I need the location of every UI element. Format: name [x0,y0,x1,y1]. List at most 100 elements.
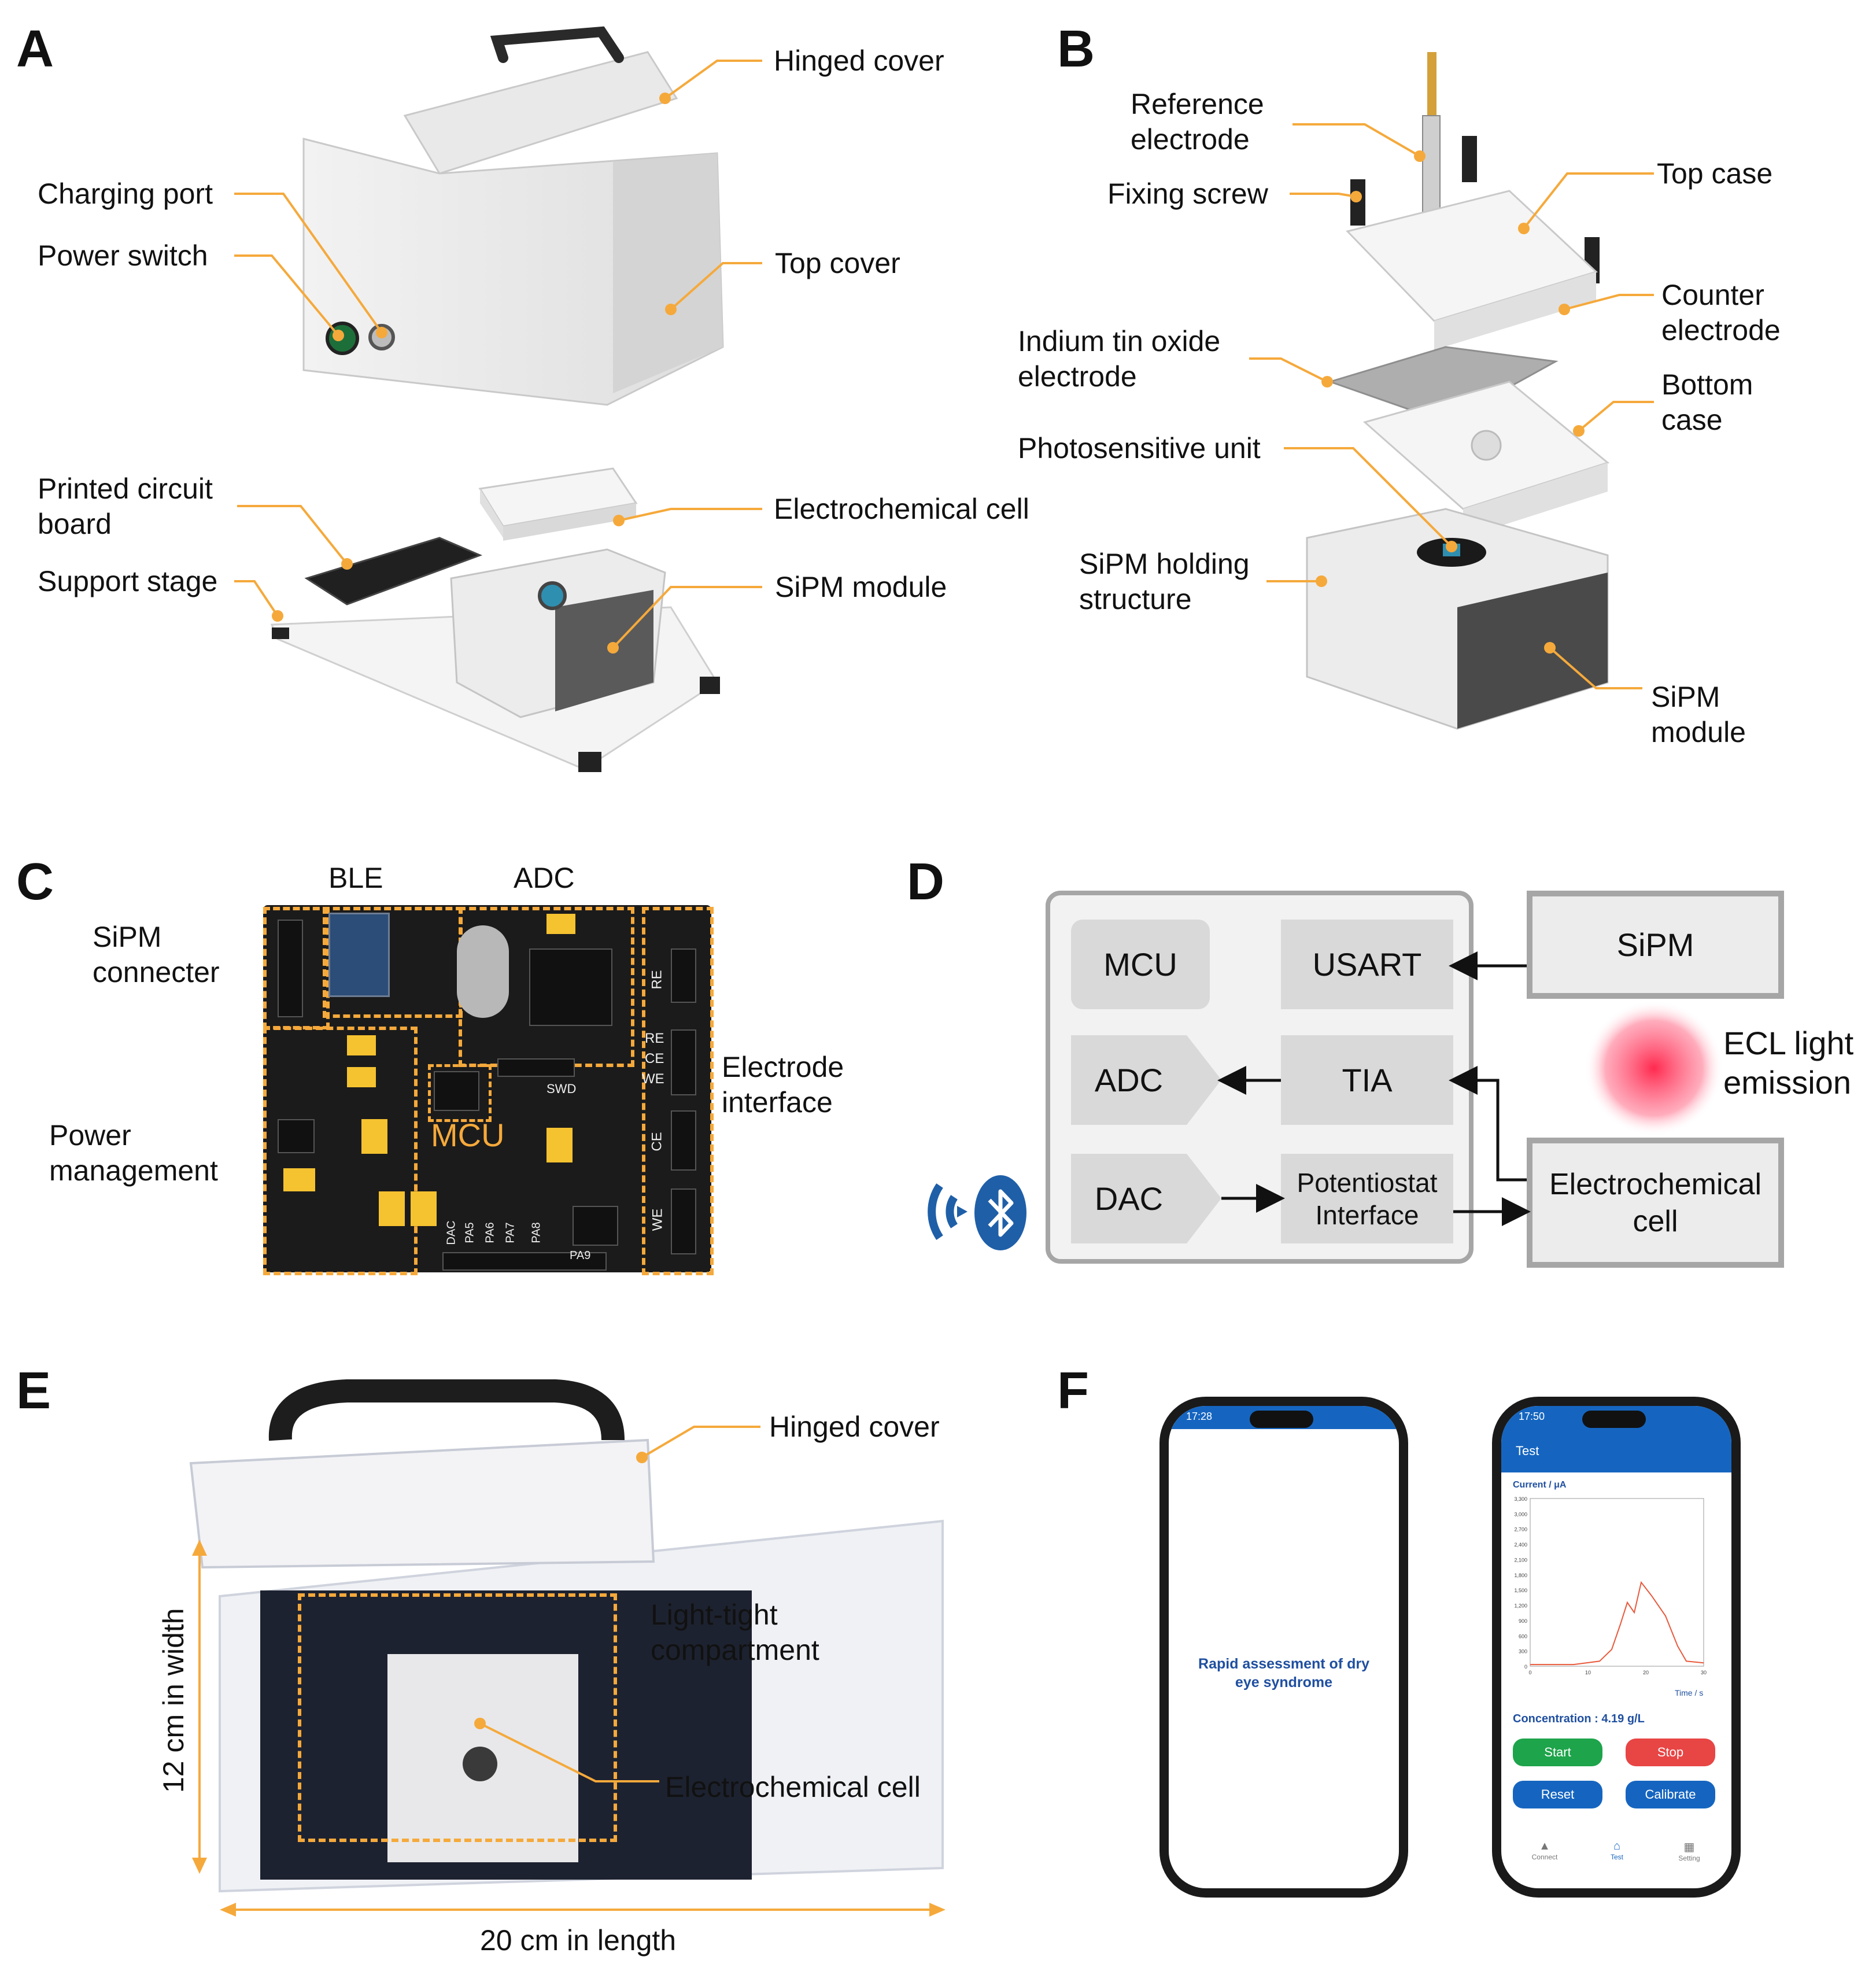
panel-letter-c: C [16,853,54,911]
header-title: Test [1516,1444,1539,1458]
camera-notch [1582,1411,1646,1428]
chart-frame [1530,1498,1704,1667]
label-indium-tin-oxide-electrode: Indium tin oxide electrode [1018,325,1221,393]
grid-icon: ▦ [1683,1841,1695,1854]
label-hinged-cover-a: Hinged cover [774,45,944,77]
swd-header [497,1058,575,1077]
y-tick-label: 2,100 [1514,1557,1527,1563]
nav-setting[interactable]: ▦ Setting [1669,1840,1709,1862]
label-ecl-light-emission: ECL light emission [1723,1025,1854,1101]
panel-letter-d: D [907,853,944,911]
adc-chip [529,948,612,1026]
home-icon: ⌂ [1613,1840,1621,1852]
label-top-case: Top case [1657,157,1773,190]
capacitor [347,1067,376,1087]
nav-test-label: Test [1610,1853,1623,1861]
y-tick-label: 2,400 [1514,1542,1527,1548]
pcb-text-re2: RE [645,1031,664,1046]
block-dac-shape [1071,1154,1221,1243]
ic-bottom [573,1206,618,1246]
bluetooth-icon [974,1175,1026,1250]
label-power-management: Power management [49,1119,218,1187]
capacitor [546,914,575,934]
concentration-readout: Concentration : 4.19 g/L [1513,1712,1645,1725]
label-charging-port: Charging port [38,178,213,210]
device-render-a [270,26,724,772]
camera-notch [1250,1411,1313,1428]
capacitor [379,1191,405,1226]
label-electrochemical-cell-a: Electrochemical cell [774,493,1029,525]
block-dac: DAC [1094,1180,1164,1217]
label-ble: BLE [328,862,383,894]
stop-button[interactable]: Stop [1626,1739,1715,1766]
block-tia: TIA [1281,1035,1453,1125]
capacitor [411,1191,437,1226]
mcu-chip [434,1071,479,1111]
header-electrode [671,1029,696,1095]
y-tick-label: 600 [1519,1633,1527,1639]
capacitor [347,1035,376,1055]
ic-power [278,1119,315,1153]
block-adc-shape [1071,1035,1221,1125]
nav-connect[interactable]: ▲ Connect [1524,1840,1565,1861]
chart-ylabel: Current / μA [1513,1480,1567,1490]
y-tick-label: 300 [1519,1649,1527,1655]
pcb-text-ce1: CE [645,1051,664,1066]
y-tick-label: 3,300 [1514,1496,1527,1502]
label-sipm-holding-structure: SiPM holding structure [1079,548,1250,615]
y-tick-label: 1,200 [1514,1603,1527,1609]
wireless-signal-icon [928,1183,967,1240]
label-reference-electrode: Reference electrode [1131,88,1264,156]
label-sipm-module-b: SiPM module [1651,681,1746,748]
label-adc-c: ADC [514,862,575,894]
panel-letter-f: F [1057,1362,1089,1420]
region-electrode-interface [642,907,714,1275]
y-tick-label: 1,800 [1514,1573,1527,1578]
label-power-switch: Power switch [38,239,208,272]
nav-setting-label: Setting [1678,1854,1700,1862]
header-bottom [442,1252,607,1271]
reset-button[interactable]: Reset [1513,1781,1602,1808]
label-width: 12 cm in width [157,1608,190,1793]
block-usart: USART [1281,920,1453,1009]
label-counter-electrode: Counter electrode [1661,279,1781,346]
chart-xlabel: Time / s [1675,1688,1704,1697]
current-chart: 3,3003,0002,7002,4002,1001,8001,5001,200… [1514,1496,1707,1675]
label-sipm-module-a: SiPM module [775,571,947,603]
label-photosensitive-unit: Photosensitive unit [1018,432,1261,464]
phone-splash: 17:28 Rapid assessment of dry eye syndro… [1159,1397,1408,1898]
label-hinged-cover-e: Hinged cover [769,1411,940,1443]
crystal [457,925,509,1018]
region-power-management [263,1027,418,1275]
status-time: 17:50 [1519,1411,1545,1422]
ecl-glow [1585,1001,1723,1136]
y-tick-label: 0 [1524,1664,1527,1670]
nav-test[interactable]: ⌂ Test [1597,1840,1637,1861]
pcb-text-pa9: PA9 [570,1249,591,1262]
panel-letter-a: A [16,20,54,78]
label-support-stage: Support stage [38,565,218,597]
pcb-text-swd: SWD [546,1082,577,1096]
header-electrode [671,1188,696,1254]
light-tight-compartment-box [298,1593,617,1842]
label-electrode-interface: Electrode interface [722,1051,844,1119]
header-electrode [671,1110,696,1171]
y-tick-label: 900 [1519,1618,1527,1624]
start-button[interactable]: Start [1513,1739,1602,1766]
nav-connect-label: Connect [1531,1853,1558,1861]
app-title: Rapid assessment of dry eye syndrome [1198,1656,1369,1691]
capacitor [546,1128,573,1162]
label-printed-circuit-board: Printed circuit board [38,473,213,540]
diagram-arrows-d [1217,951,1531,1226]
label-top-cover: Top cover [775,247,900,279]
header-electrode [671,948,696,1003]
calibrate-button[interactable]: Calibrate [1626,1781,1715,1808]
label-fixing-screw: Fixing screw [1107,178,1268,210]
y-tick-label: 1,500 [1514,1588,1527,1593]
block-adc-d: ADC [1094,1062,1164,1098]
current-trace [1530,1581,1704,1666]
label-light-tight-compartment: Light-tight compartment [651,1599,819,1666]
status-time: 17:28 [1186,1411,1213,1422]
x-tick-label: 20 [1643,1670,1649,1675]
